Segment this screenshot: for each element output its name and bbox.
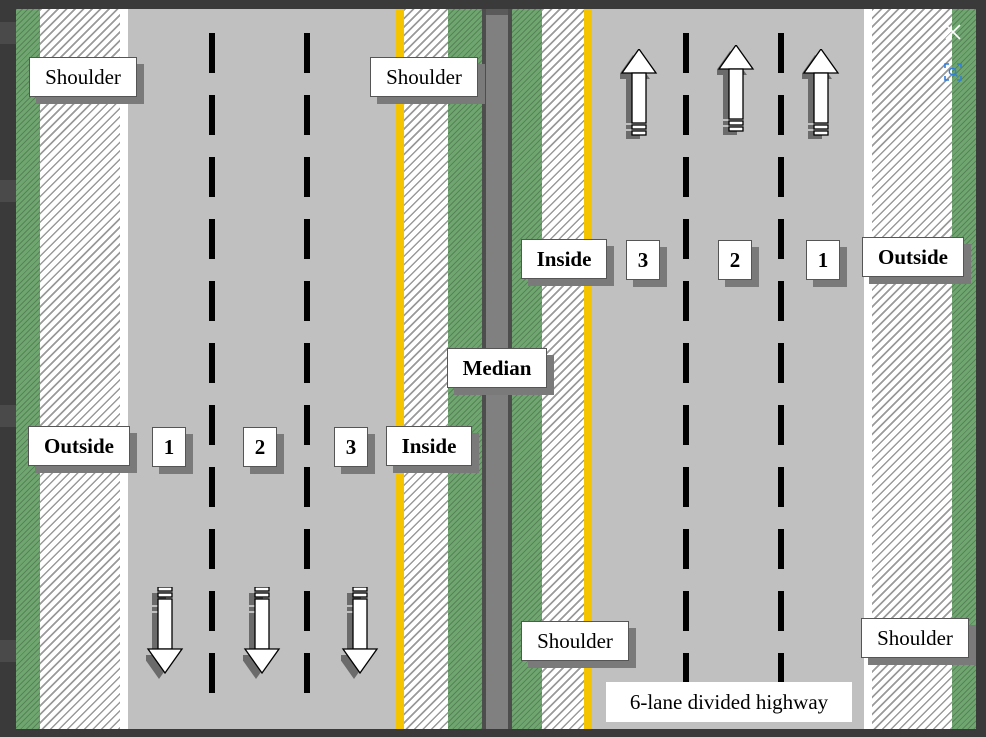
left-lane-number-label: 1 bbox=[152, 427, 186, 467]
right-outside-shoulder-label: Shoulder bbox=[861, 618, 969, 658]
right-outside-lane-label: Outside bbox=[862, 237, 964, 277]
zoom-button[interactable] bbox=[940, 59, 966, 85]
left-lane-divider-2 bbox=[304, 33, 310, 713]
arrow-up-icon bbox=[802, 49, 840, 139]
left-lane-number-label: 2 bbox=[243, 427, 277, 467]
right-lane-divider-1 bbox=[683, 33, 689, 713]
right-lane-number-label: 3 bbox=[626, 240, 660, 280]
right-outside-shoulder bbox=[872, 9, 952, 729]
right-edge-line bbox=[864, 9, 872, 729]
right-inside-shoulder bbox=[542, 9, 584, 729]
left-outside-lane-label: Outside bbox=[28, 426, 130, 466]
close-icon bbox=[945, 24, 961, 40]
left-outside-shoulder bbox=[40, 9, 120, 729]
median-label: Median bbox=[447, 348, 547, 388]
zoom-icon bbox=[944, 63, 962, 81]
left-inside-shoulder bbox=[404, 9, 448, 729]
left-grass-verge bbox=[16, 9, 40, 729]
close-button[interactable] bbox=[940, 19, 966, 45]
left-outside-shoulder-label: Shoulder bbox=[29, 57, 137, 97]
right-inside-shoulder-label: Shoulder bbox=[521, 621, 629, 661]
median-barrier-cap bbox=[486, 9, 508, 15]
right-inside-lane-label: Inside bbox=[521, 239, 607, 279]
backdrop-fragment bbox=[0, 640, 16, 662]
backdrop-fragment bbox=[0, 180, 16, 202]
left-inside-shoulder-label: Shoulder bbox=[370, 57, 478, 97]
right-center-line bbox=[584, 9, 592, 729]
left-lane-divider-1 bbox=[209, 33, 215, 713]
arrow-down-icon bbox=[243, 587, 281, 679]
arrow-up-icon bbox=[620, 49, 658, 139]
arrow-down-icon bbox=[146, 587, 184, 679]
left-edge-line bbox=[120, 9, 128, 729]
right-lane-number-label: 2 bbox=[718, 240, 752, 280]
right-lane-divider-2 bbox=[778, 33, 784, 713]
image-viewer: Shoulder Shoulder Inside 3 2 1 Outside M… bbox=[16, 9, 976, 729]
diagram-caption: 6-lane divided highway bbox=[606, 682, 852, 722]
arrow-up-icon bbox=[717, 45, 755, 135]
left-center-line bbox=[396, 9, 404, 729]
backdrop-fragment bbox=[0, 405, 16, 427]
left-inside-lane-label: Inside bbox=[386, 426, 472, 466]
arrow-down-icon bbox=[341, 587, 379, 679]
right-lane-number-label: 1 bbox=[806, 240, 840, 280]
backdrop-fragment bbox=[0, 22, 16, 44]
left-lane-number-label: 3 bbox=[334, 427, 368, 467]
right-grass-verge bbox=[952, 9, 976, 729]
